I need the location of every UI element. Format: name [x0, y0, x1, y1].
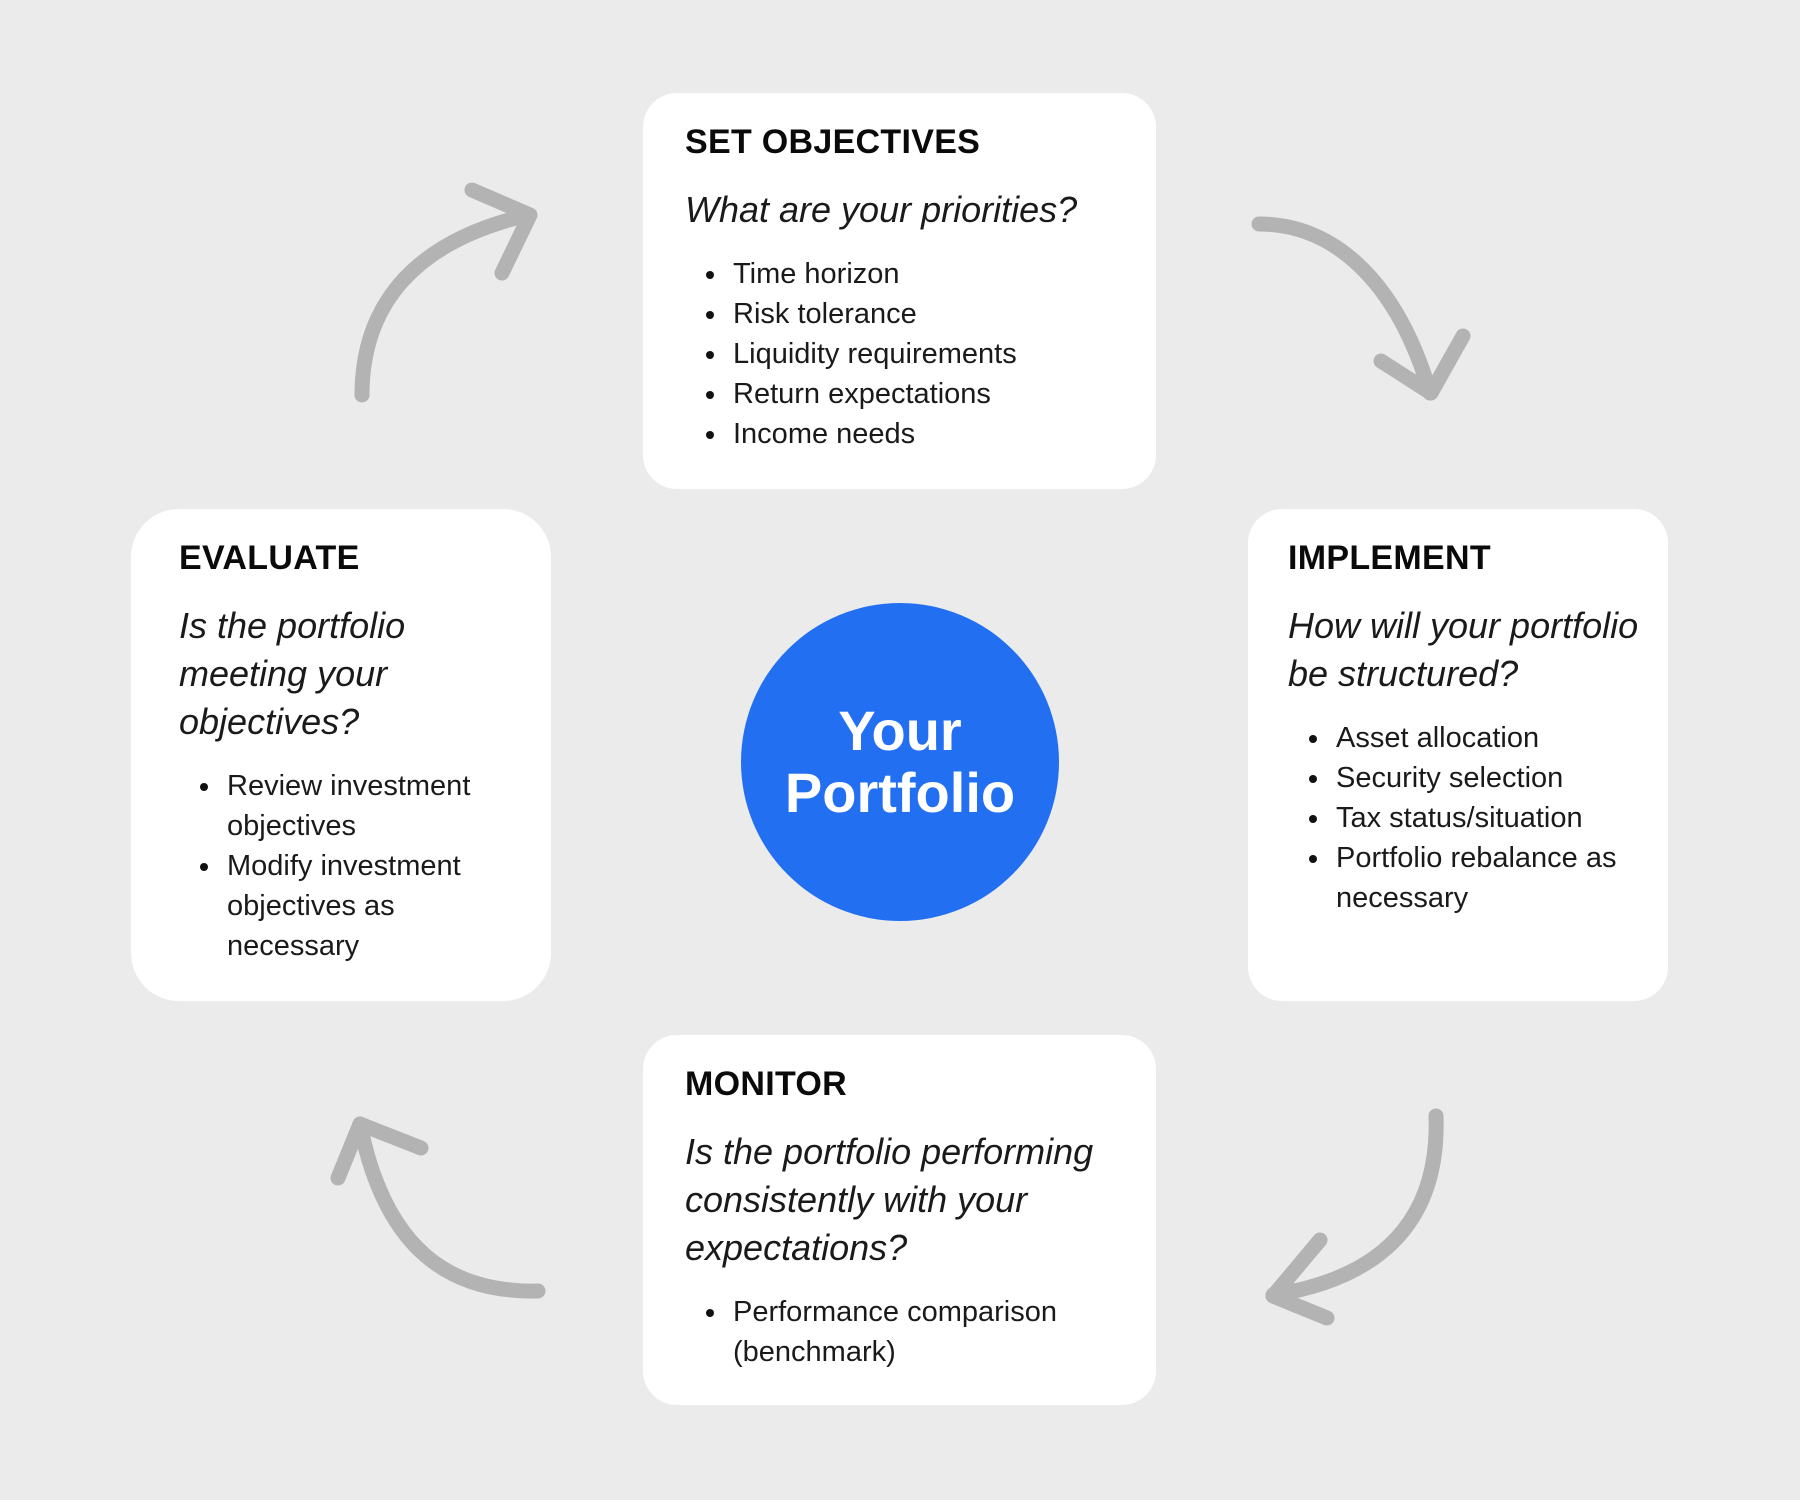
list-item: Performance comparison (benchmark) [706, 1292, 1126, 1372]
list-item: Tax status/situation [1309, 798, 1644, 838]
monitor-card: MONITOR Is the portfolio performing cons… [643, 1035, 1156, 1405]
list-item: Time horizon [706, 254, 1120, 294]
evaluate-title: EVALUATE [179, 539, 360, 577]
list-item: Portfolio rebalance as necessary [1309, 838, 1644, 918]
arrow-implement-to-monitor [1265, 1108, 1444, 1326]
evaluate-card: EVALUATE Is the portfolio meeting your o… [131, 509, 551, 1001]
monitor-title: MONITOR [685, 1065, 848, 1103]
set-objectives-list: Time horizon Risk tolerance Liquidity re… [685, 254, 1120, 454]
arrow-monitor-to-evaluate [330, 1116, 546, 1299]
arrow-set-objectives-to-implement [1251, 216, 1471, 401]
evaluate-list: Review investment objectives Modify inve… [179, 766, 527, 966]
monitor-list: Performance comparison (benchmark) [685, 1292, 1126, 1372]
set-objectives-card: SET OBJECTIVES What are your priorities?… [643, 93, 1156, 489]
list-item: Liquidity requirements [706, 334, 1120, 374]
list-item: Review investment objectives [200, 766, 527, 846]
list-item: Asset allocation [1309, 718, 1644, 758]
list-item: Income needs [706, 414, 1120, 454]
evaluate-question: Is the portfolio meeting your objectives… [179, 605, 406, 743]
portfolio-center-circle: Your Portfolio [741, 603, 1059, 921]
implement-card: IMPLEMENT How will your portfolio be str… [1248, 509, 1668, 1001]
implement-question: How will your portfolio be structured? [1288, 605, 1639, 695]
list-item: Risk tolerance [706, 294, 1120, 334]
arrow-evaluate-to-set-objectives [354, 182, 538, 403]
list-item: Modify investment objectives as necessar… [200, 846, 527, 966]
set-objectives-title: SET OBJECTIVES [685, 123, 981, 161]
list-item: Security selection [1309, 758, 1644, 798]
portfolio-label: Your Portfolio [784, 699, 1016, 824]
set-objectives-question: What are your priorities? [685, 189, 1078, 231]
implement-list: Asset allocation Security selection Tax … [1288, 718, 1644, 918]
monitor-question: Is the portfolio performing consistently… [685, 1131, 1094, 1269]
list-item: Return expectations [706, 374, 1120, 414]
implement-title: IMPLEMENT [1288, 539, 1491, 577]
